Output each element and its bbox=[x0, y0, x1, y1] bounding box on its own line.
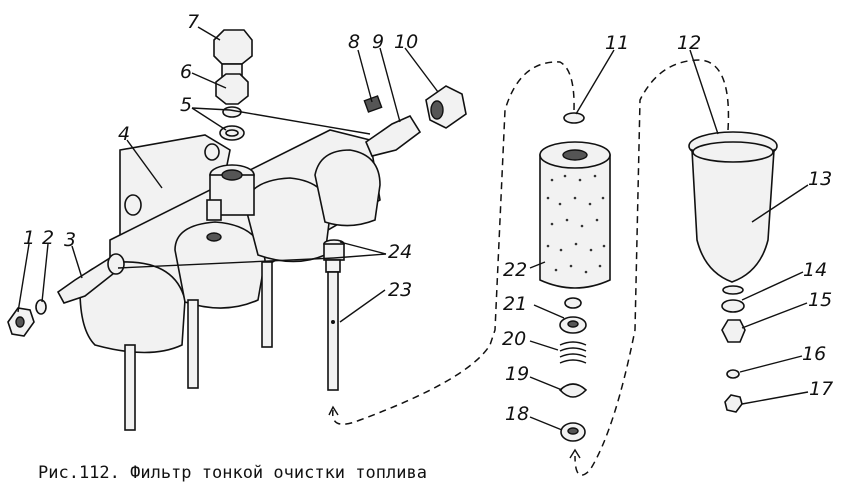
label-8: 8 bbox=[348, 31, 360, 53]
label-1: 1 bbox=[23, 227, 35, 249]
spring-seat-stack bbox=[558, 297, 588, 442]
label-17: 17 bbox=[809, 378, 833, 400]
label-9: 9 bbox=[372, 31, 384, 53]
label-13: 13 bbox=[808, 168, 832, 190]
label-21: 21 bbox=[503, 293, 527, 315]
flow-path-lines bbox=[328, 59, 730, 476]
label-22: 22 bbox=[503, 259, 527, 281]
label-15: 15 bbox=[808, 289, 832, 311]
sediment-bowl bbox=[688, 131, 778, 413]
label-11: 11 bbox=[605, 32, 629, 54]
inlet-fittings-side bbox=[363, 85, 467, 157]
filter-element bbox=[539, 112, 611, 289]
label-6: 6 bbox=[180, 61, 192, 83]
outlet-nut-and-washer bbox=[7, 299, 47, 337]
label-14: 14 bbox=[803, 259, 827, 281]
label-5: 5 bbox=[180, 94, 192, 116]
figure-caption: Рис.112. Фильтр тонкой очистки топлива bbox=[38, 463, 427, 483]
label-7: 7 bbox=[187, 11, 199, 33]
label-19: 19 bbox=[505, 363, 529, 385]
label-20: 20 bbox=[502, 328, 526, 350]
label-12: 12 bbox=[677, 32, 701, 54]
label-4: 4 bbox=[118, 123, 130, 145]
label-23: 23 bbox=[388, 279, 412, 301]
inlet-fittings-top bbox=[213, 29, 253, 141]
label-10: 10 bbox=[394, 31, 418, 53]
label-2: 2 bbox=[42, 227, 54, 249]
drain-tube-assembly bbox=[323, 239, 345, 391]
leader-lines bbox=[17, 26, 809, 431]
label-3: 3 bbox=[64, 229, 76, 251]
part-number-labels: 1 2 3 4 5 6 7 8 9 10 11 12 13 14 15 16 1… bbox=[23, 11, 833, 425]
filter-housing bbox=[56, 129, 381, 431]
label-24: 24 bbox=[388, 241, 412, 263]
label-16: 16 bbox=[802, 343, 826, 365]
label-18: 18 bbox=[505, 403, 529, 425]
